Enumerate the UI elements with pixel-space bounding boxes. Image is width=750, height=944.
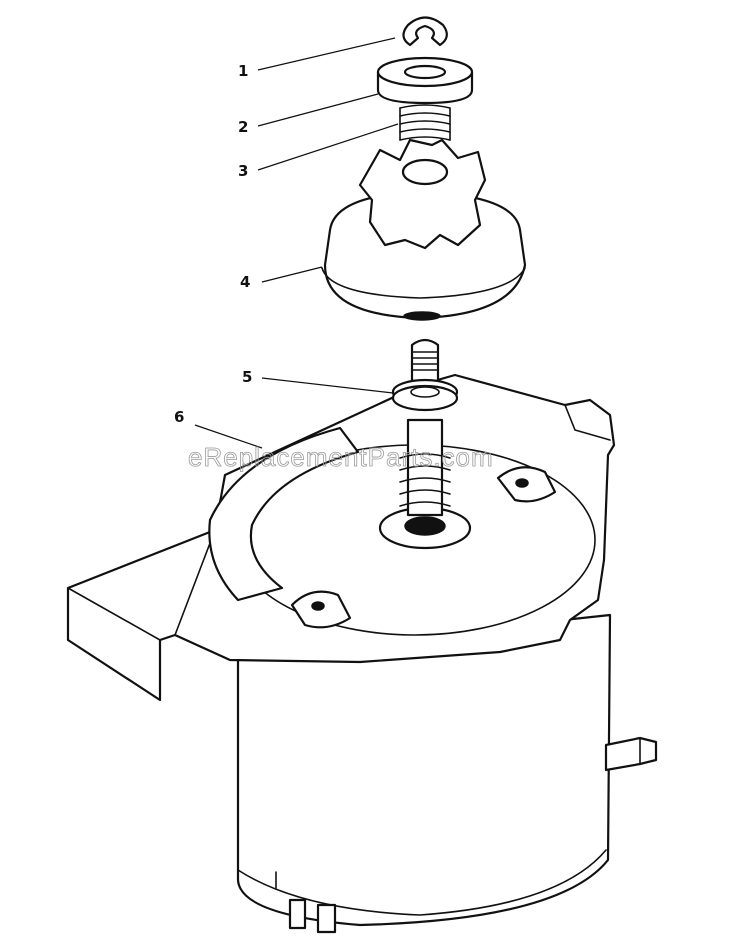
motor-housing (236, 613, 658, 934)
callout-1: 1 (238, 62, 248, 80)
thrust-washer (391, 378, 459, 412)
watermark-text: eReplacementParts.com (188, 442, 494, 472)
callout-2: 2 (238, 118, 248, 136)
callout-3: 3 (238, 162, 248, 180)
callout-4: 4 (240, 273, 250, 291)
mounting-flange (66, 373, 616, 702)
callout-5: 5 (242, 368, 252, 386)
callout-6: 6 (174, 408, 184, 426)
retaining-ring (402, 16, 448, 47)
armature-shaft (378, 338, 472, 550)
pinion-gear-assembly (321, 138, 527, 321)
spring-retainer (376, 56, 474, 105)
compression-spring (399, 104, 451, 141)
leader-lines (194, 37, 399, 449)
